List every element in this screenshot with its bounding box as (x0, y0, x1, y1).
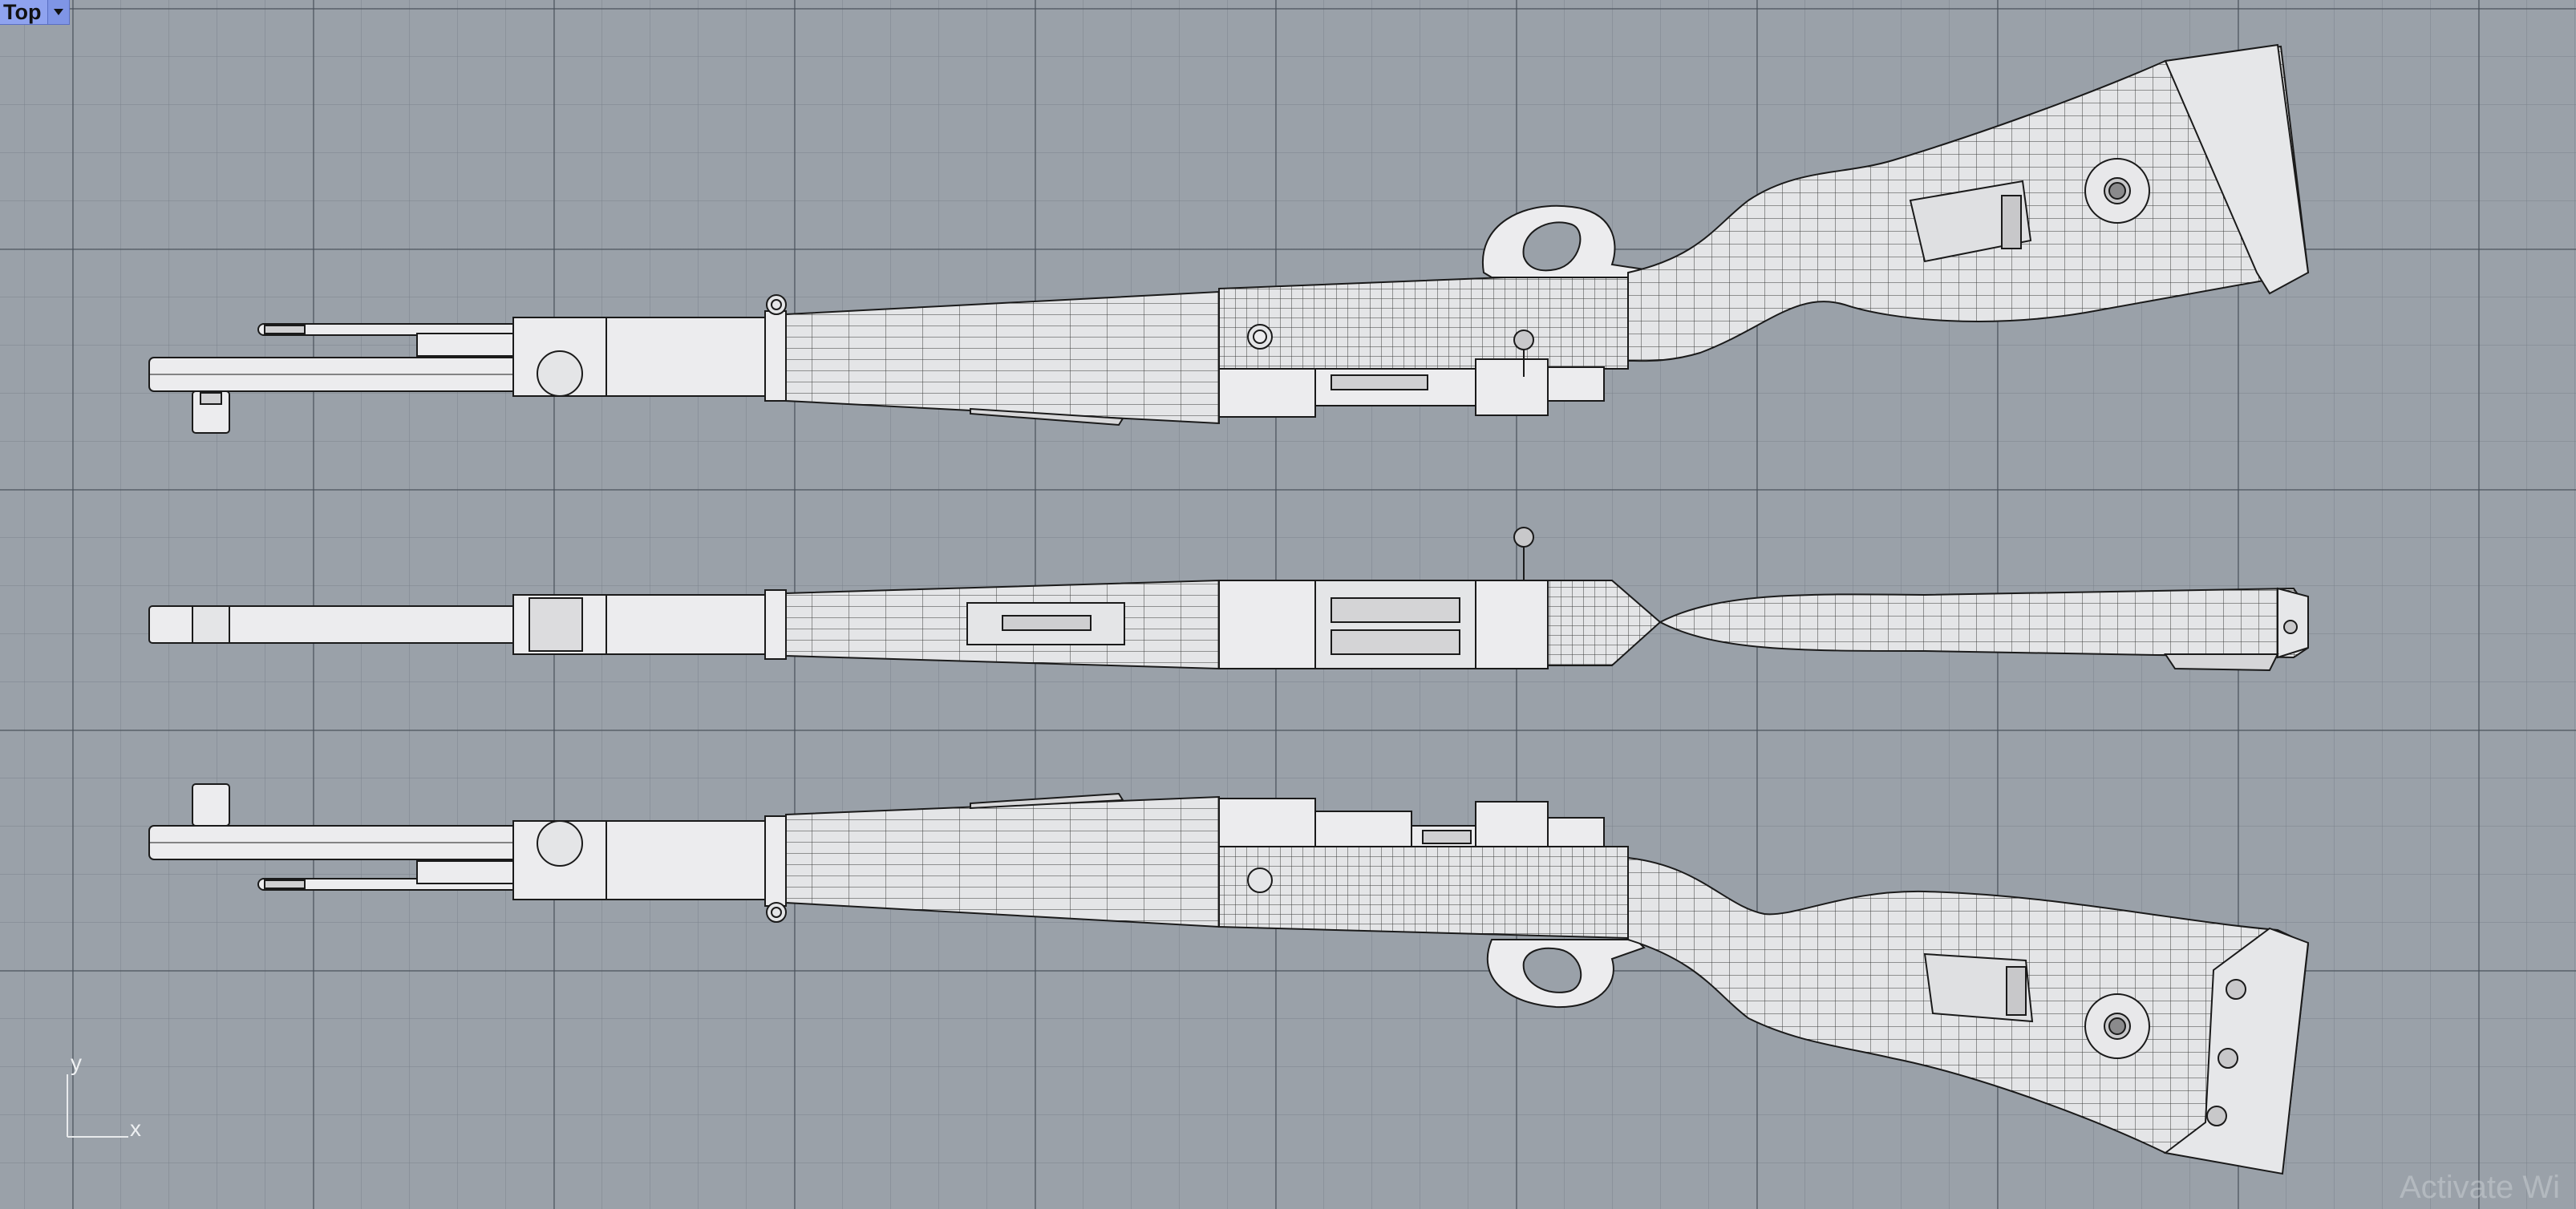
axis-indicator: y x (56, 1050, 152, 1146)
chevron-down-icon[interactable] (47, 0, 70, 24)
activation-watermark: Activate Wi (2399, 1170, 2560, 1205)
viewport-title[interactable]: Top (3, 0, 42, 24)
axis-y-label: y (71, 1050, 82, 1075)
viewport-title-tab[interactable]: Top (0, 0, 71, 25)
axis-x-label: x (130, 1116, 141, 1141)
